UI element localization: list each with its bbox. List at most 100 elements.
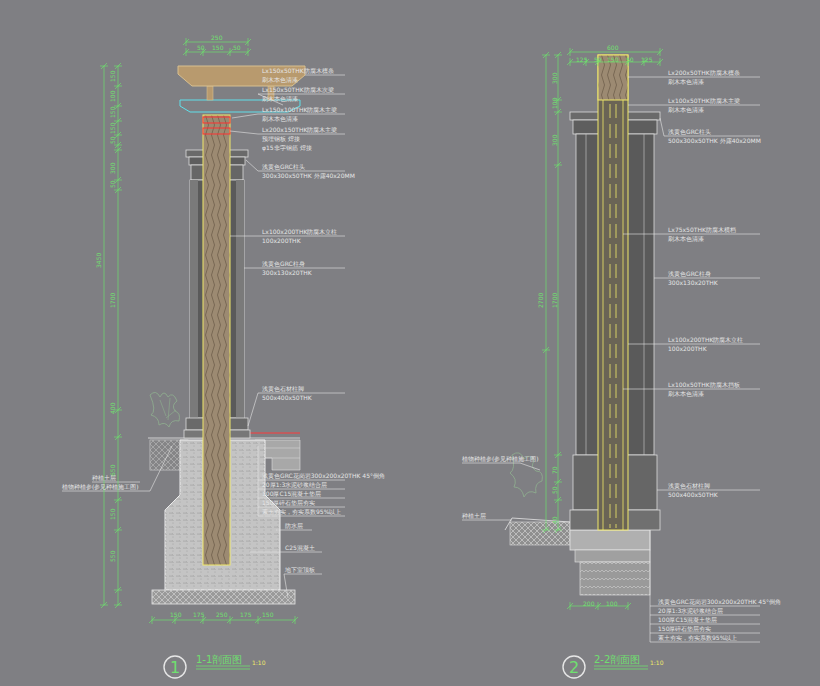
dimension-lines — [183, 38, 189, 46]
dimension-lines — [100, 63, 108, 69]
annotation-text: 300x130x20THK — [262, 269, 312, 276]
dimension-text: 150 — [109, 106, 116, 117]
section-number: 1 — [163, 658, 187, 677]
annotation-text: 浅黄色GRC柱头 — [668, 128, 711, 135]
dimension-lines — [567, 602, 573, 610]
dimension-text: 2-2剖面图 — [594, 654, 640, 665]
dimension-lines — [567, 58, 573, 66]
dimension-lines — [186, 42, 248, 43]
dimension-lines — [554, 109, 562, 115]
dimension-lines — [567, 48, 573, 56]
annotation-text: 300x300x50THK 外露40x20MM — [262, 172, 355, 179]
dimension-lines — [625, 602, 631, 610]
annotation-text: 浅黄色石材柱脚 — [262, 385, 304, 392]
annotation-text: Lx75x50THK防腐木横档 — [668, 226, 736, 233]
dimension-text: 3450 — [95, 252, 102, 267]
dimension-text: 50 — [626, 56, 634, 63]
annotation-text: Lx150x50THK防腐木次梁 — [262, 86, 334, 93]
dimension-lines — [542, 52, 550, 58]
annotation-text: Lx200x150THK防腐木主梁 — [262, 126, 337, 133]
dimension-lines — [554, 497, 562, 503]
dimension-text: 150 — [170, 611, 181, 618]
dimension-text: 600 — [607, 44, 618, 51]
dimension-lines — [100, 38, 663, 624]
annotation-text: 植物种植参(参见种植施工图) — [462, 455, 539, 462]
section-number-circle: 2 — [562, 655, 586, 679]
left-section — [152, 590, 295, 604]
annotation-text: 素土夯实，夯实系数95%以上 — [658, 634, 737, 641]
annotation-text: 地下室顶板 — [285, 566, 315, 573]
dimension-text: 1-1剖面图 — [196, 654, 242, 665]
annotation-text: Lx150x100THK防腐木主梁 — [262, 106, 337, 113]
annotation-text: 刷木本色清漆 — [262, 115, 298, 122]
dimension-lines — [114, 527, 122, 533]
annotation-text: 500x400x50THK — [262, 394, 312, 401]
right-section — [603, 100, 623, 530]
dimension-lines — [100, 602, 108, 608]
dimension-lines — [595, 602, 601, 610]
right-section — [575, 550, 650, 562]
dimension-text: 150 — [262, 611, 273, 618]
annotation-text: 150厚碎石垫层夯实 — [262, 499, 315, 506]
dimension-lines — [554, 479, 562, 485]
dimension-lines — [114, 497, 122, 503]
annotation-text: Lx100x200THK防腐木立柱 — [668, 336, 743, 343]
dimension-lines — [152, 620, 295, 621]
dimension-lines — [570, 52, 660, 53]
annotation-text: 素土夯实，夯实系数95%以上 — [262, 508, 341, 515]
right-section — [462, 77, 760, 642]
dimension-lines — [657, 48, 663, 56]
dimension-lines — [570, 606, 628, 607]
dimension-lines — [114, 63, 122, 69]
dimension-text: 50 — [197, 44, 205, 51]
dimension-text: 550 — [109, 550, 116, 561]
left-section — [203, 115, 230, 565]
annotation-text: 刷木本色清漆 — [668, 78, 704, 85]
left-section — [62, 66, 345, 669]
dimension-text: 100 — [606, 600, 617, 607]
annotation-text: 刷木本色清漆 — [262, 76, 298, 83]
annotation-text: 100厚C15混凝土垫层 — [658, 616, 717, 623]
left-section — [160, 398, 176, 420]
dimension-lines — [245, 38, 251, 46]
annotation-text: Lx200x50THK防腐木檩条 — [668, 69, 740, 76]
right-section — [570, 530, 650, 550]
dimension-text: 1:10 — [252, 659, 265, 666]
annotation-text: 20厚1:3水泥砂浆结合层 — [658, 607, 723, 614]
dimension-text: 50 — [109, 180, 116, 188]
dimension-lines — [657, 58, 663, 66]
dimension-lines — [114, 147, 122, 153]
annotation-text: 刷木本色清漆 — [668, 390, 704, 397]
dimension-lines — [118, 66, 119, 605]
left-section — [203, 117, 230, 123]
left-section — [152, 590, 295, 604]
left-section — [190, 180, 198, 418]
left-section — [250, 433, 300, 434]
dimension-text: 50 — [109, 136, 116, 144]
annotation-text: 浅黄色GRC柱头 — [262, 163, 305, 170]
annotation-text: Lx100x200THK防腐木立柱 — [262, 228, 337, 235]
dimension-text: 175 — [193, 611, 204, 618]
dimension-lines — [554, 527, 562, 533]
annotation-text: 刷木本色清漆 — [668, 235, 704, 242]
dimension-text: 300 — [551, 134, 558, 145]
dimension-text: 150 — [109, 508, 116, 519]
dimension-text: 2700 — [537, 292, 544, 307]
annotation-text: 浅黄色GRC花岗岩300x200x20THK 45°倒角 — [658, 598, 781, 605]
dimension-text: 40 — [551, 516, 558, 524]
dimension-lines — [558, 55, 559, 530]
dimension-lines — [114, 602, 122, 608]
dimension-text: 100 — [551, 97, 558, 108]
dimension-lines — [554, 162, 562, 168]
dimension-text: 50 — [551, 486, 558, 494]
dimension-text: 50 — [233, 44, 241, 51]
dimension-text: 250 — [216, 611, 227, 618]
annotation-text: 浅黄色GRC柱身 — [262, 260, 305, 267]
dimension-text: 150 — [212, 44, 223, 51]
dimension-text: 400 — [109, 402, 116, 413]
annotation-text: 20厚1:3水泥砂浆结合层 — [262, 481, 327, 488]
dimension-lines — [183, 48, 189, 56]
annotation-text: Lx150x50THK防腐木檩条 — [262, 67, 334, 74]
annotation-text: 浅黄色GRC花岗岩300x200x20THK 45°倒角 — [262, 472, 385, 479]
